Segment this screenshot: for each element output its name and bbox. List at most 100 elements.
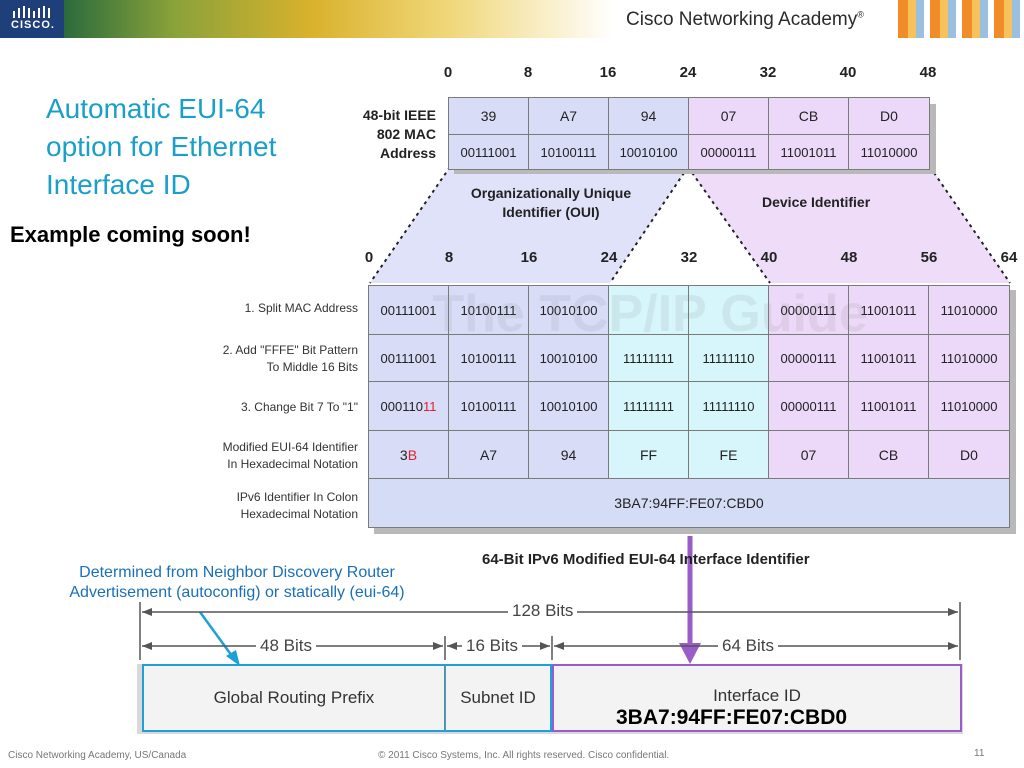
cisco-logo: CISCO.: [0, 0, 64, 38]
mac-binary-cell: 11010000: [848, 134, 930, 170]
row-label-split: 1. Split MAC Address: [245, 300, 358, 317]
slide-title-line: Interface ID: [46, 169, 191, 200]
prefix-bits-label: 48 Bits: [256, 636, 316, 656]
row-label-ipv6: IPv6 Identifier In Colon Hexadecimal Not…: [237, 489, 358, 523]
blue-arrow-head-icon: [226, 650, 240, 666]
interface-bits-label: 64 Bits: [718, 636, 778, 656]
page-number: 11: [974, 748, 985, 759]
note-line: Advertisement (autoconfig) or statically…: [69, 584, 405, 601]
changed-bit-highlight: 11: [422, 398, 437, 414]
row-label-add-fffe: 2. Add "FFFE" Bit Pattern To Middle 16 B…: [223, 342, 358, 376]
row-label-line: IPv6 Identifier In Colon: [236, 490, 358, 504]
academy-title: Cisco Networking Academy®: [626, 9, 864, 31]
changed-cell: 11001011: [848, 381, 929, 431]
split-cell: 00000111: [768, 285, 849, 335]
fffe-cell: 11001011: [848, 334, 929, 382]
mac-hex-cell: 94: [608, 97, 689, 135]
row-label-line: 3. Change Bit 7 To "1": [240, 400, 358, 414]
interface-id-label: Interface ID: [713, 686, 801, 705]
fffe-cell: 00000111: [768, 334, 849, 382]
mac-hex-cell: CB: [768, 97, 849, 135]
eui-hex-cell: CB: [848, 430, 929, 479]
eui-bit-position: 24: [600, 249, 618, 266]
mac-bit-position: 32: [759, 64, 777, 81]
interface-id-box: Interface ID: [552, 664, 962, 732]
registered-mark: ®: [857, 9, 864, 20]
mac-label-line: Address: [379, 145, 436, 161]
mac-label-line: 48-bit IEEE: [362, 107, 436, 123]
hex-prefix: 3: [399, 446, 408, 463]
footer-copyright: © 2011 Cisco Systems, Inc. All rights re…: [378, 750, 670, 761]
note-line: Determined from Neighbor Discovery Route…: [79, 564, 395, 581]
row-label-line: In Hexadecimal Notation: [227, 457, 358, 471]
fffe-cell: 11010000: [928, 334, 1010, 382]
total-bits-label: 128 Bits: [508, 601, 578, 621]
purple-arrow-head-icon: [679, 643, 701, 664]
global-routing-prefix-box: Global Routing Prefix: [142, 664, 446, 732]
row-label-line: To Middle 16 Bits: [266, 360, 358, 374]
split-cell: [608, 285, 689, 335]
slide-title-line: Automatic EUI-64: [46, 93, 266, 124]
row-label-line: 1. Split MAC Address: [244, 301, 358, 315]
interface-id-value: 3BA7:94FF:FE07:CBD0: [616, 706, 848, 729]
split-cell: 11001011: [848, 285, 929, 335]
changed-cell: 10010100: [528, 381, 609, 431]
eui-hex-cell: A7: [448, 430, 529, 479]
hex-highlight: B: [407, 446, 418, 463]
subnet-id-box: Subnet ID: [445, 664, 552, 732]
header-art: [898, 0, 1024, 38]
mac-bit-position: 24: [679, 64, 697, 81]
fffe-cell: 10100111: [448, 334, 529, 382]
eui-hex-cell: FF: [608, 430, 689, 479]
eui-caption: 64-Bit IPv6 Modified EUI-64 Interface Id…: [482, 551, 810, 568]
oui-funnel: [370, 167, 688, 283]
changed-cell: 11111111: [608, 381, 689, 431]
eui-hex-cell: 07: [768, 430, 849, 479]
split-cell: 11010000: [928, 285, 1010, 335]
oui-label-line: Identifier (OUI): [502, 204, 600, 220]
coming-soon-text: Example coming soon!: [10, 222, 251, 247]
mac-bit-position: 0: [443, 64, 453, 81]
split-cell: 00111001: [368, 285, 449, 335]
footer-left: Cisco Networking Academy, US/Canada: [8, 750, 187, 761]
mac-binary-cell: 11001011: [768, 134, 849, 170]
slide-title-line: option for Ethernet: [46, 131, 277, 162]
changed-cell: 10100111: [448, 381, 529, 431]
fffe-cell: 11111110: [688, 334, 769, 382]
oui-label: Organizationally Unique Identifier (OUI): [446, 184, 656, 222]
eui-bit-position: 8: [444, 249, 454, 266]
eui-bit-position: 16: [520, 249, 538, 266]
split-cell: 10010100: [528, 285, 609, 335]
fffe-cell: 11111111: [608, 334, 689, 382]
eui-hex-cell: FE: [688, 430, 769, 479]
row-label-line: Hexadecimal Notation: [240, 507, 358, 521]
mac-label-line: 802 MAC: [376, 126, 436, 142]
changed-cell: 00000111: [768, 381, 849, 431]
slide-title: Automatic EUI-64 option for Ethernet Int…: [46, 90, 346, 204]
changed-cell: 11111110: [688, 381, 769, 431]
device-identifier-label: Device Identifier: [762, 194, 871, 210]
eui-bit-position: 32: [680, 249, 698, 266]
mac-bit-position: 40: [839, 64, 857, 81]
ipv6-identifier-cell: 3BA7:94FF:FE07:CBD0: [368, 478, 1010, 528]
cisco-bars-icon: [13, 6, 50, 18]
eui-bit-position: 56: [920, 249, 938, 266]
eui-bit-position: 48: [840, 249, 858, 266]
mac-binary-cell: 00111001: [448, 134, 529, 170]
neighbor-discovery-note: Determined from Neighbor Discovery Route…: [22, 563, 452, 603]
fffe-cell: 10010100: [528, 334, 609, 382]
blue-arrow-shaft: [198, 611, 234, 657]
row-label-line: Modified EUI-64 Identifier: [222, 440, 358, 454]
split-cell: 10100111: [448, 285, 529, 335]
row-label-line: 2. Add "FFFE" Bit Pattern: [222, 343, 358, 357]
cisco-wordmark: CISCO.: [11, 19, 55, 31]
subnet-bits-label: 16 Bits: [462, 636, 522, 656]
mac-binary-cell: 00000111: [688, 134, 769, 170]
mac-bit-position: 48: [919, 64, 937, 81]
row-label-change-bit: 3. Change Bit 7 To "1": [241, 399, 358, 416]
mac-bit-position: 8: [523, 64, 533, 81]
mac-hex-cell: 39: [448, 97, 529, 135]
split-cell: [688, 285, 769, 335]
